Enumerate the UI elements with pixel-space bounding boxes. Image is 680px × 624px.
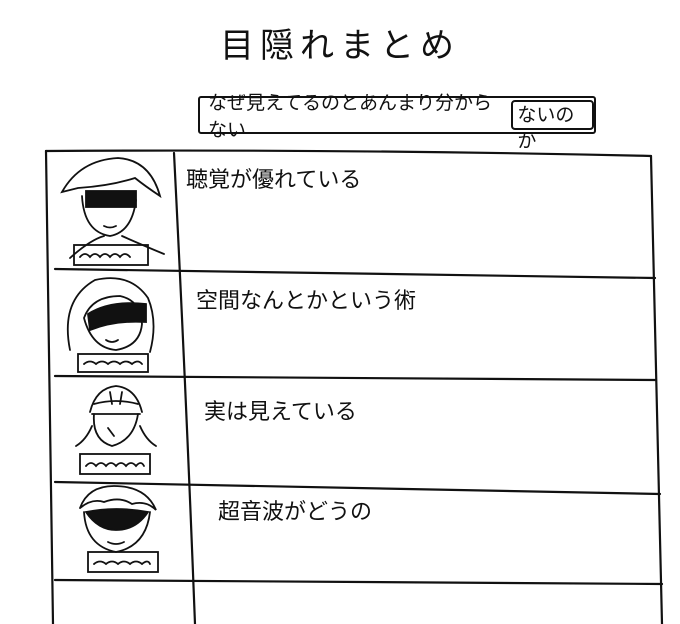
table-right-border bbox=[649, 154, 664, 624]
subtitle-main: なぜ見えてるのとあんまり分からない bbox=[208, 92, 493, 141]
row-divider-1 bbox=[53, 267, 657, 280]
row-divider-2 bbox=[53, 374, 658, 382]
table-top-border bbox=[44, 149, 653, 158]
row-text-2: 空間なんとかという術 bbox=[196, 289, 417, 314]
subtitle-box: なぜ見えてるのとあんまり分からない ないのか bbox=[198, 92, 596, 152]
curly-hair-visor-portrait bbox=[79, 485, 159, 573]
helmet-hair-portrait bbox=[75, 385, 157, 475]
row-text-3: 実は見えている bbox=[204, 400, 357, 425]
table-column-divider bbox=[172, 151, 197, 624]
row-divider-4 bbox=[53, 578, 664, 586]
row-divider-3 bbox=[53, 480, 662, 496]
table-left-border bbox=[44, 149, 55, 624]
row-text-4: 超音波がどうの bbox=[218, 500, 373, 525]
sunglasses-man-portrait bbox=[60, 157, 165, 266]
page-title: 目隠れまとめ bbox=[220, 26, 460, 66]
bob-hair-blindfold-portrait bbox=[66, 277, 155, 373]
row-text-1: 聴覚が優れている bbox=[186, 168, 362, 193]
subtitle-boxed: ないのか bbox=[511, 100, 594, 152]
